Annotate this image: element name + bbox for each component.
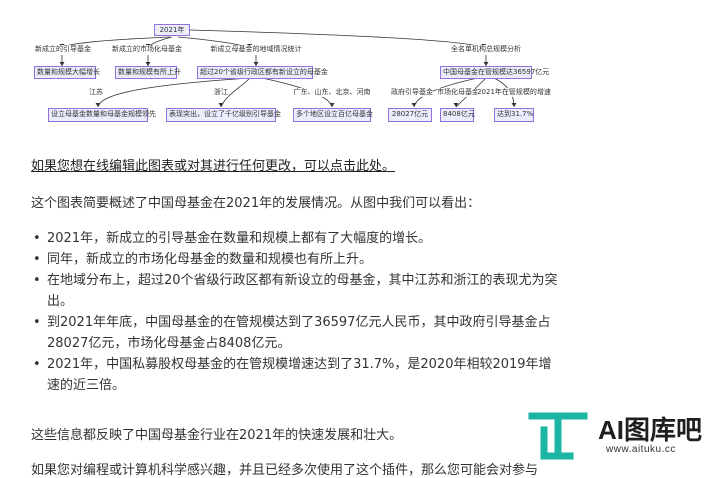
- node-leaf-market: 数量和规模有所上升: [115, 66, 181, 79]
- node-branch-region: 新成立母基金的地域情况统计: [210, 45, 302, 54]
- list-item: 在地域分布上，超过20个省级行政区都有新设立的母基金，其中江苏和浙江的表现尤为突…: [31, 270, 561, 312]
- edge-label-jiangsu: 江苏: [89, 88, 103, 97]
- node-leaf-scale: 中国母基金在管规模达36597亿元: [440, 66, 549, 79]
- edge-label-others: 广东、山东、北京、河南: [293, 88, 371, 97]
- node-scale-market: 8408亿元: [440, 108, 475, 122]
- intro-paragraph: 这个图表简要概述了中国母基金在2021年的发展情况。从图中我们可以看出：: [31, 196, 481, 211]
- node-scale-gov: 28027亿元: [388, 108, 432, 122]
- mind-map-diagram: 2021年 新成立的引导基金 新成立的市场化母基金 新成立母基金的地域情况统计 …: [0, 0, 720, 140]
- edge-root-branch-4: [189, 29, 485, 49]
- edge-label-market-fund: 市场化母基金: [437, 88, 479, 97]
- node-branch-market-fund: 新成立的市场化母基金: [112, 45, 182, 54]
- site-watermark: AI图库吧 www.aituku.cc: [520, 404, 720, 469]
- list-item: 2021年，中国私募股权母基金的在管规模增速达到了31.7%，是2020年相较2…: [31, 354, 561, 396]
- node-root: 2021年: [154, 24, 190, 36]
- node-branch-scale: 全名单机构总规模分析: [451, 45, 521, 54]
- list-item: 到2021年年底，中国母基金的在管规模达到了36597亿元人民币，其中政府引导基…: [31, 312, 561, 354]
- list-item: 同年，新成立的市场化母基金的数量和规模也有所上升。: [31, 249, 561, 270]
- node-leaf-guidance: 数量和规模大幅增长: [34, 66, 100, 79]
- edge-region-jiangsu: [97, 77, 251, 108]
- watermark-url: www.aituku.cc: [606, 444, 676, 455]
- node-region-zhejiang: 表现突出，设立了千亿级别引导基金: [166, 108, 281, 122]
- aituku-logo-icon: [528, 412, 588, 460]
- watermark-text: AI图库吧: [598, 415, 703, 445]
- edge-label-gov-fund: 政府引导基金: [391, 88, 433, 97]
- node-scale-growth: 达到31.7%: [494, 108, 534, 122]
- node-region-others: 多个地区设立百亿母基金: [293, 108, 373, 122]
- node-branch-guidance-fund: 新成立的引导基金: [35, 45, 91, 54]
- conclusion-paragraph: 这些信息都反映了中国母基金行业在2021年的快速发展和壮大。: [31, 428, 403, 443]
- list-item: 2021年，新成立的引导基金在数量和规模上都有了大幅度的增长。: [31, 228, 561, 249]
- edge-label-growth: 2021年在管规模的增速: [477, 88, 551, 97]
- summary-list: 2021年，新成立的引导基金在数量和规模上都有了大幅度的增长。 同年，新成立的市…: [31, 228, 561, 396]
- node-leaf-region: 超过20个省级行政区都有新设立的母基金: [197, 66, 328, 79]
- edge-label-zhejiang: 浙江: [214, 88, 228, 97]
- node-region-jiangsu: 设立母基金数量和母基金规模领先: [48, 108, 156, 122]
- edit-chart-link[interactable]: 如果您想在线编辑此图表或对其进行任何更改，可以点击此处。: [31, 159, 396, 174]
